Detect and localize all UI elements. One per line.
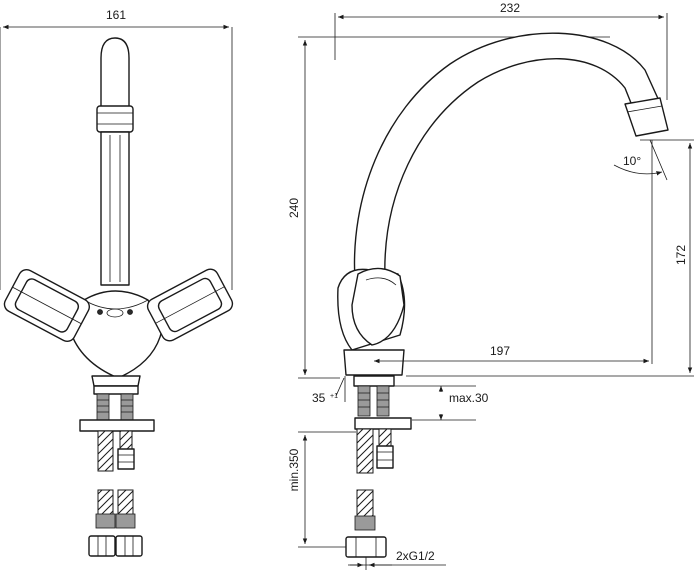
front-hoses — [88, 430, 143, 557]
front-view: 161 — [0, 8, 234, 557]
front-body — [69, 290, 163, 387]
spout-angle-label: 10° — [623, 154, 641, 168]
reach-label: 232 — [500, 1, 520, 15]
deck-thickness-label: max.30 — [449, 391, 489, 405]
connection-label: 2xG1/2 — [396, 549, 435, 563]
spout-height-dimension: 172 10° — [406, 139, 694, 377]
base-angle-tolerance: +1 — [330, 393, 338, 400]
side-body — [337, 267, 406, 376]
spout-height-label: 172 — [674, 245, 688, 265]
side-mounting: max.30 — [353, 375, 489, 430]
front-spout — [96, 37, 134, 286]
side-spout — [353, 32, 669, 281]
side-hoses — [345, 428, 394, 558]
front-right-handle — [146, 268, 234, 342]
height-label: 240 — [287, 198, 301, 218]
hose-length-dimension: min.350 — [287, 431, 356, 548]
width-dimension: 161 — [0, 8, 233, 290]
reach-dimension: 232 — [334, 1, 668, 100]
base-angle-label: 35 — [312, 391, 326, 405]
base-angle-dimension: 35 +1 — [312, 376, 346, 405]
front-mounting — [79, 385, 155, 432]
width-label: 161 — [106, 8, 126, 22]
spout-reach-dimension: 197 — [374, 140, 653, 364]
spout-reach-label: 197 — [490, 344, 510, 358]
connection-dimension: 2xG1/2 — [348, 549, 446, 570]
side-view: 232 240 172 1 — [287, 1, 694, 570]
hose-length-label: min.350 — [287, 448, 301, 491]
front-left-handle — [3, 268, 90, 342]
